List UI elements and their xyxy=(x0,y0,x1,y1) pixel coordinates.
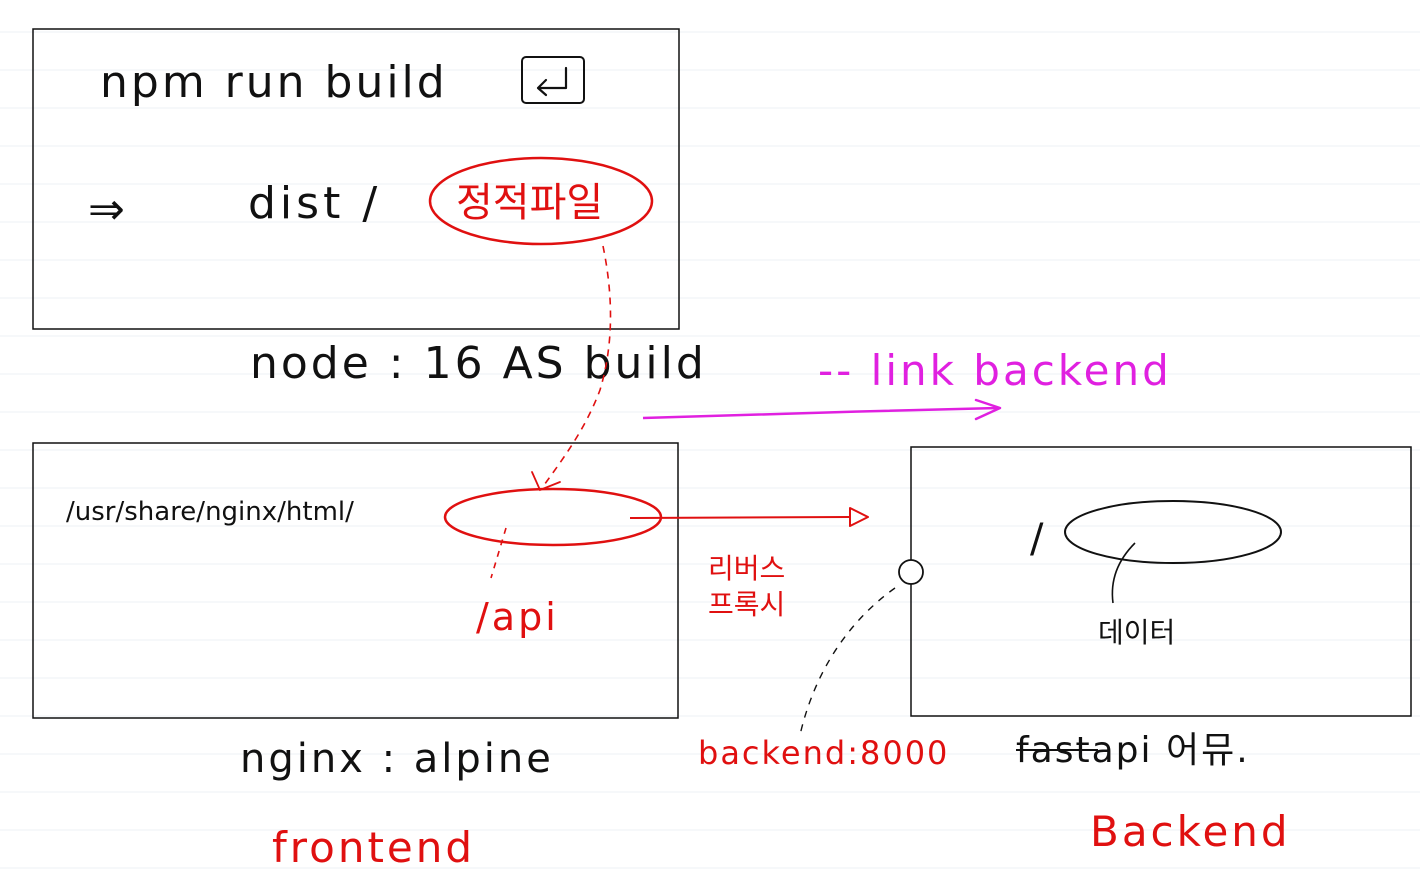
double-arrow-icon: ⇒ xyxy=(88,184,125,235)
enter-key-icon xyxy=(521,56,585,104)
static-copy-connector xyxy=(541,245,612,489)
reverse-proxy-arrowhead-icon xyxy=(849,507,869,527)
frontend-image-label: nginx : alpine xyxy=(240,736,554,782)
backend-slash: / xyxy=(1030,516,1044,562)
static-files-ellipse xyxy=(428,156,654,246)
backend-data-label: 데이터 xyxy=(1098,616,1175,649)
ruled-lines xyxy=(0,31,1420,869)
link-backend-label: -- link backend xyxy=(818,346,1172,395)
data-pointer xyxy=(1111,542,1136,604)
static-files-label: 정적파일 xyxy=(456,180,603,226)
dist-folder-label: dist / xyxy=(248,178,381,229)
backend-port-label: backend:8000 xyxy=(698,734,949,772)
link-arrowhead-icon xyxy=(974,398,1002,421)
npm-command: npm run build xyxy=(100,57,448,108)
frontend-name: frontend xyxy=(272,823,475,872)
reverse-proxy-label-line2: 프록시 xyxy=(708,588,785,621)
port-pointer xyxy=(799,587,896,736)
api-path-label: /api xyxy=(476,595,559,639)
static-copy-arrowhead-icon xyxy=(531,471,561,492)
nginx-html-path: /usr/share/nginx/html/ xyxy=(66,497,354,527)
nginx-html-ellipse xyxy=(443,487,663,547)
api-pointer xyxy=(490,527,507,579)
reverse-proxy-arrow xyxy=(629,516,851,519)
build-stage-box xyxy=(32,28,680,330)
backend-name: Backend xyxy=(1090,807,1291,856)
frontend-box xyxy=(32,442,679,719)
reverse-proxy-label-line1: 리버스 xyxy=(708,552,785,585)
backend-root-ellipse xyxy=(1064,500,1282,564)
backend-port-circle xyxy=(898,559,924,585)
link-arrow xyxy=(642,406,999,420)
build-image-label: node : 16 AS build xyxy=(250,338,707,389)
backend-box xyxy=(910,446,1412,717)
